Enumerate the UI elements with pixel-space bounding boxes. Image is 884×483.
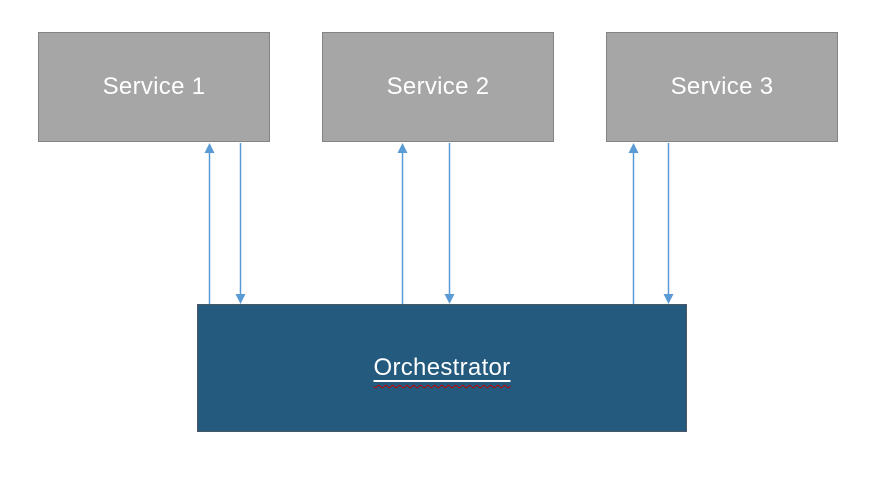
service-1-box: Service 1 (38, 32, 270, 142)
arrow-service2-down (444, 143, 455, 304)
service-2-box: Service 2 (322, 32, 554, 142)
service-3-label: Service 3 (670, 73, 774, 100)
arrow-service1-down (235, 143, 246, 304)
arrow-service1-up (204, 143, 215, 304)
arrow-service3-down (663, 143, 674, 304)
service-2-label: Service 2 (386, 73, 490, 100)
orchestrator-box: Orchestrator (197, 304, 687, 432)
service-3-box: Service 3 (606, 32, 838, 142)
arrow-service3-up (628, 143, 639, 304)
service-1-label: Service 1 (102, 73, 206, 100)
orchestrator-label: Orchestrator (373, 354, 511, 381)
arrow-service2-up (397, 143, 408, 304)
